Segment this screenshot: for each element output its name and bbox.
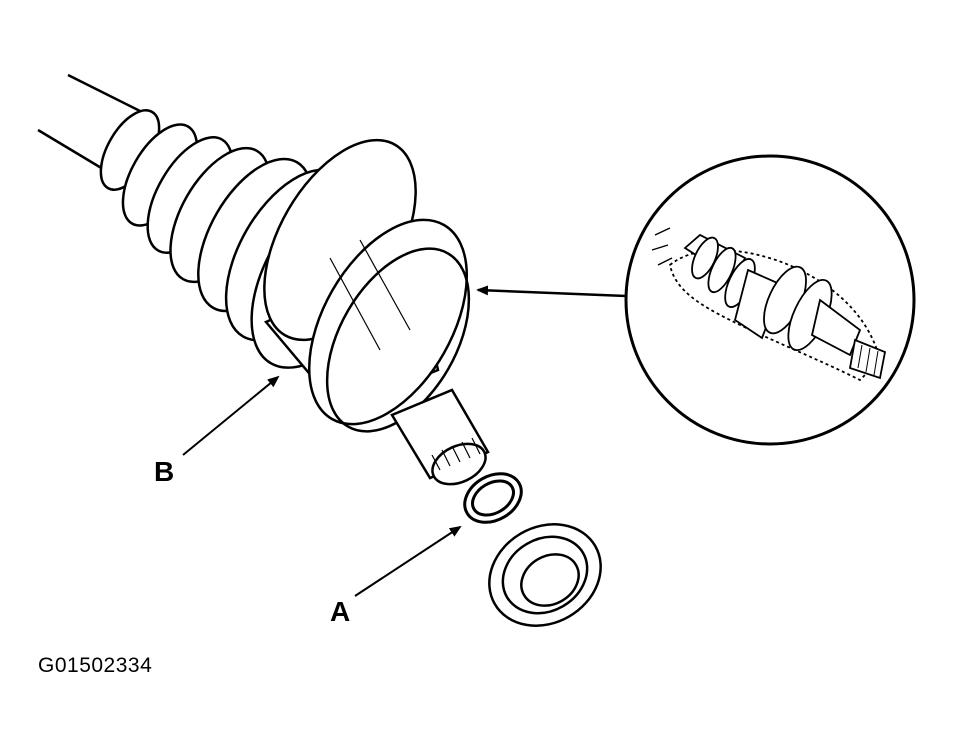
stub-shaft (390, 388, 490, 486)
cv-joint-housing (263, 138, 471, 433)
callout-label-a: A (330, 596, 351, 627)
arrow-b (182, 375, 280, 456)
arrow-a (354, 525, 462, 597)
seal-ring (488, 523, 602, 627)
circlip (463, 472, 523, 524)
detail-view (624, 154, 916, 446)
arrow-detail (476, 285, 627, 298)
figure-code: G01502334 (38, 654, 153, 677)
driveshaft (37, 73, 149, 174)
callout-label-b: B (154, 456, 175, 487)
